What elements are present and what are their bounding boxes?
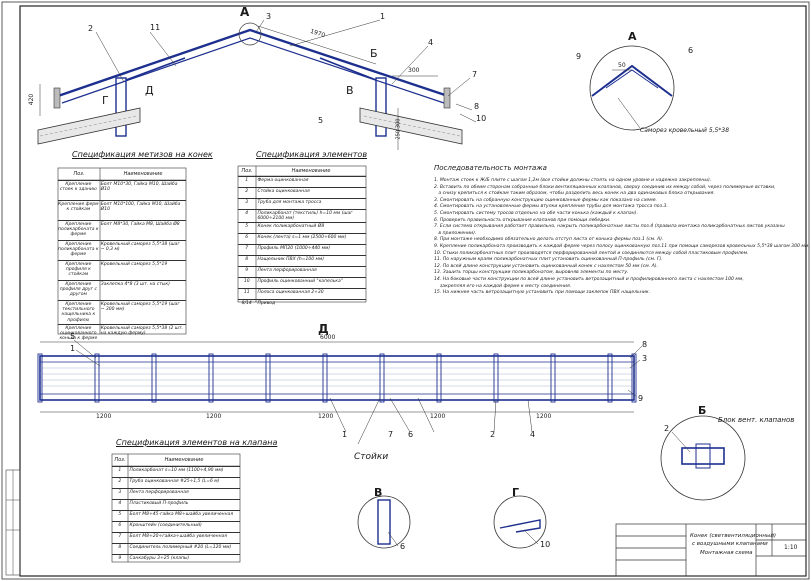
plan-post xyxy=(607,353,613,403)
detail-b-circle xyxy=(660,415,746,501)
dim-line-1970 xyxy=(257,25,377,65)
detail-a-leader-note xyxy=(617,97,641,129)
side-panel-right xyxy=(443,87,451,109)
hardware-table-frame xyxy=(57,167,187,335)
detail-v xyxy=(357,495,411,549)
section-leader-lines xyxy=(95,19,477,123)
detail-b-leader xyxy=(671,431,691,453)
detail-g-leader xyxy=(523,529,539,545)
plan-post xyxy=(550,353,556,403)
detail-v-circle xyxy=(357,495,411,549)
post-right xyxy=(375,77,387,137)
detail-a-circle xyxy=(589,45,675,131)
detail-a xyxy=(589,45,675,131)
detail-g-profile xyxy=(499,519,541,533)
sheet-inner-frame xyxy=(19,5,807,577)
plan-leader-lines xyxy=(73,339,643,445)
plan-post xyxy=(208,353,214,403)
plan-post xyxy=(37,353,43,403)
plan-frame xyxy=(39,355,635,401)
section-view xyxy=(37,19,477,150)
valve-right xyxy=(319,57,377,81)
wall-left xyxy=(37,107,141,145)
ridge-detail-circle xyxy=(238,22,262,46)
elements-table-frame xyxy=(237,165,367,303)
plan-post xyxy=(379,353,385,403)
side-panel-left xyxy=(53,87,61,109)
truss-bottom-chord xyxy=(61,37,445,104)
plan-post xyxy=(265,353,271,403)
detail-a-ridge xyxy=(591,64,673,97)
detail-v-leader xyxy=(387,531,399,547)
plan-post xyxy=(94,353,100,403)
valve-table-frame xyxy=(111,453,241,563)
detail-b-clip xyxy=(695,443,711,469)
valve-left xyxy=(125,57,186,81)
plan-post xyxy=(322,353,328,403)
plan-post xyxy=(493,353,499,403)
left-margin-stamp xyxy=(5,469,21,576)
post-left xyxy=(115,77,127,137)
detail-g-circle xyxy=(493,495,547,549)
detail-g xyxy=(493,495,547,549)
plan-post xyxy=(436,353,442,403)
detail-b-post xyxy=(681,447,725,465)
detail-v-post xyxy=(377,499,391,545)
wall-right xyxy=(359,107,463,145)
plan-view xyxy=(37,339,643,445)
truss-top-chord xyxy=(57,28,449,98)
title-block-frame xyxy=(615,523,807,577)
plan-sheet-lines xyxy=(40,367,634,387)
detail-b xyxy=(660,415,746,501)
plan-post xyxy=(151,353,157,403)
plan-posts xyxy=(37,353,637,403)
